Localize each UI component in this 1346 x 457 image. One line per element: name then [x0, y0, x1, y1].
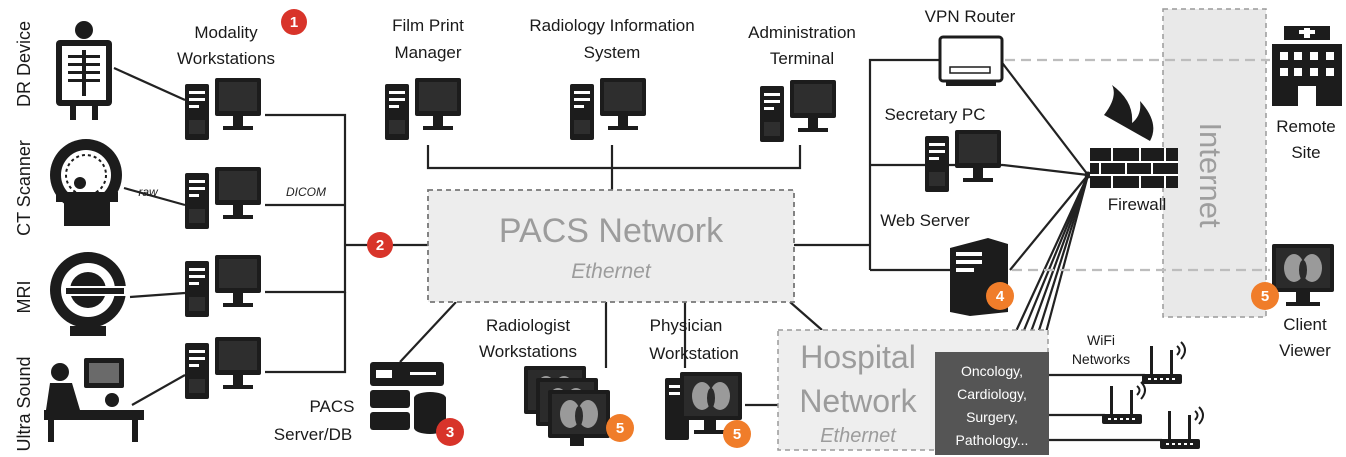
badge-2: 2 — [367, 232, 393, 258]
web-server-label: Web Server — [880, 211, 970, 230]
dicom-label: DICOM — [286, 185, 326, 199]
physician-label-1: Physician — [650, 316, 723, 335]
client-viewer-label-1: Client — [1283, 315, 1327, 334]
badge-5-client: 5 — [1251, 282, 1279, 310]
secretary-pc-icon — [925, 130, 1001, 192]
hospital-building-icon — [1272, 26, 1342, 106]
svg-text:3: 3 — [446, 424, 454, 441]
pacs-network-title: PACS Network — [499, 212, 724, 250]
dr-device-label: DR Device — [14, 21, 34, 107]
badge-1: 1 — [281, 9, 307, 35]
pacs-server-label-2: Server/DB — [274, 425, 352, 444]
film-print-label-2: Manager — [394, 43, 461, 62]
pacs-network-box — [427, 189, 795, 303]
pacs-server-icon — [370, 362, 446, 434]
hospital-network-subtitle: Ethernet — [820, 425, 897, 447]
physician-label-2: Workstation — [649, 344, 738, 363]
remote-site-label-2: Site — [1291, 143, 1320, 162]
vpn-router-label: VPN Router — [925, 7, 1016, 26]
physician-workstation-icon — [665, 372, 742, 440]
admin-terminal-label-1: Administration — [748, 23, 856, 42]
department-oncology: Oncology, — [961, 363, 1023, 379]
wifi-router-2-icon — [1101, 381, 1146, 425]
pacs-server-label-1: PACS — [309, 397, 354, 416]
modality-workstation-1-icon — [185, 78, 261, 140]
badge-3: 3 — [436, 418, 464, 446]
wifi-label-2: Networks — [1072, 351, 1130, 367]
admin-terminal-icon — [760, 80, 836, 142]
secretary-pc-label: Secretary PC — [884, 105, 985, 124]
wifi-router-3-icon — [1159, 406, 1204, 450]
wifi-router-1-icon — [1141, 341, 1186, 385]
firewall-icon — [1090, 85, 1178, 188]
client-viewer-icon — [1272, 244, 1334, 292]
firewall-label: Firewall — [1108, 195, 1167, 214]
ct-scanner-label: CT Scanner — [14, 140, 34, 236]
pacs-network-subtitle: Ethernet — [571, 260, 652, 283]
ris-workstation-icon — [570, 78, 646, 140]
badge-4: 4 — [986, 282, 1014, 310]
ultra-sound-label: Ultra Sound — [14, 356, 34, 451]
mri-label: MRI — [14, 281, 34, 314]
remote-site-label-1: Remote — [1276, 117, 1336, 136]
modality-workstation-2-icon — [185, 167, 261, 229]
ris-label-2: System — [584, 43, 641, 62]
svg-text:5: 5 — [1261, 288, 1269, 305]
departments-box — [935, 352, 1049, 455]
department-pathology: Pathology... — [956, 432, 1029, 448]
mri-icon — [50, 252, 128, 336]
hospital-network-line2: Network — [799, 383, 917, 419]
svg-text:5: 5 — [733, 426, 741, 443]
admin-terminal-label-2: Terminal — [770, 49, 834, 68]
modality-workstation-4-icon — [185, 337, 261, 399]
modality-workstation-3-icon — [185, 255, 261, 317]
department-surgery: Surgery, — [966, 409, 1018, 425]
ultra-sound-icon — [44, 358, 144, 442]
hospital-network-line1: Hospital — [800, 339, 916, 375]
internet-label: Internet — [1193, 122, 1228, 228]
vpn-router-icon — [938, 35, 1004, 86]
modality-label-1: Modality — [194, 23, 258, 42]
wifi-label-1: WiFi — [1087, 332, 1115, 348]
radiologist-label-1: Radiologist — [486, 316, 570, 335]
badge-5-radiologist: 5 — [606, 414, 634, 442]
radiologist-workstations-icon — [524, 366, 610, 446]
dr-device-icon — [56, 21, 112, 120]
radiologist-label-2: Workstations — [479, 342, 577, 361]
modality-label-2: Workstations — [177, 49, 275, 68]
film-print-manager-icon — [385, 78, 461, 140]
raw-label: raw — [138, 185, 159, 199]
client-viewer-label-2: Viewer — [1279, 341, 1331, 360]
ct-scanner-icon — [50, 139, 122, 226]
svg-text:2: 2 — [376, 237, 384, 254]
svg-text:5: 5 — [616, 420, 624, 437]
department-cardiology: Cardiology, — [957, 386, 1027, 402]
ris-label-1: Radiology Information — [529, 16, 694, 35]
svg-text:1: 1 — [290, 14, 298, 31]
svg-text:4: 4 — [996, 288, 1005, 305]
film-print-label-1: Film Print — [392, 16, 464, 35]
badge-5-physician: 5 — [723, 420, 751, 448]
